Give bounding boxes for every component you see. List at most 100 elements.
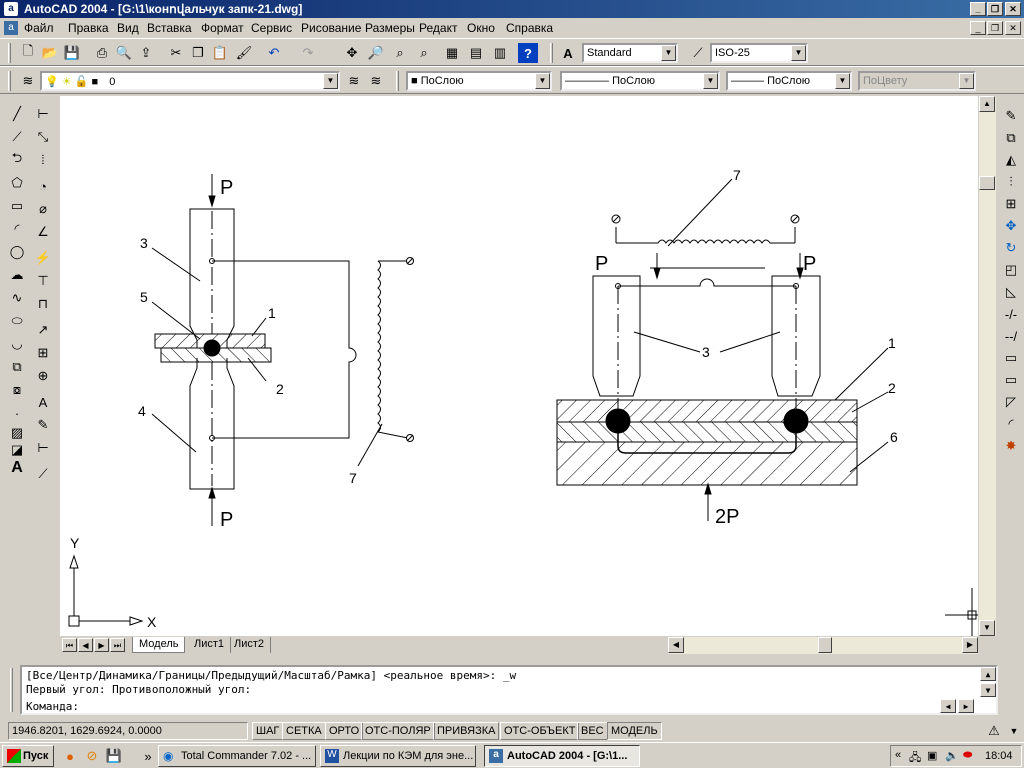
close-button[interactable]: ✕ bbox=[1005, 2, 1021, 16]
tray-expand-icon[interactable]: « bbox=[895, 749, 902, 761]
text-style-select[interactable]: Standard▼ bbox=[582, 43, 678, 63]
next-tab-icon[interactable]: ▶ bbox=[94, 638, 109, 652]
multiline-text-icon[interactable]: A bbox=[11, 459, 23, 476]
polyline-icon[interactable]: ⮌ bbox=[11, 150, 23, 165]
tray-app-icon[interactable]: ▣ bbox=[927, 750, 938, 762]
scale-icon[interactable]: ◰ bbox=[1004, 262, 1018, 277]
spline-icon[interactable]: ∿ bbox=[11, 290, 23, 305]
revision-cloud-icon[interactable]: ☁ bbox=[10, 267, 24, 282]
model-toggle[interactable]: МОДЕЛЬ bbox=[607, 722, 662, 740]
region-icon[interactable]: ◪ bbox=[10, 442, 24, 457]
construction-line-icon[interactable]: ⟋ bbox=[12, 129, 22, 144]
break-at-point-icon[interactable]: ▭ bbox=[1004, 350, 1018, 365]
layer-select[interactable]: 💡 ☀ 🔓 ■ 0 ▼ bbox=[40, 71, 340, 91]
drawing-canvas[interactable]: P P P P 2P 3 5 1 2 4 7 7 3 1 2 6 Y X bbox=[60, 96, 1000, 636]
toolbar-grip[interactable] bbox=[550, 43, 553, 63]
dim-style-select[interactable]: ISO-25▼ bbox=[710, 43, 808, 63]
chamfer-icon[interactable]: ◸ bbox=[1006, 394, 1016, 409]
copy-icon[interactable]: ❐ bbox=[192, 45, 204, 60]
explode-icon[interactable]: ✸ bbox=[1005, 438, 1017, 453]
toolbar-grip[interactable] bbox=[8, 71, 11, 91]
zoom-realtime-icon[interactable]: 🔎 bbox=[367, 45, 385, 60]
pan-icon[interactable]: ✥ bbox=[346, 45, 358, 60]
open-file-icon[interactable]: 📂 bbox=[41, 45, 59, 60]
insert-block-icon[interactable]: ⧉ bbox=[12, 359, 22, 374]
trim-icon[interactable]: -/- bbox=[1004, 306, 1018, 322]
arc-icon[interactable]: ◜ bbox=[14, 221, 20, 236]
tab-layout2[interactable]: Лист2 bbox=[228, 637, 272, 653]
baseline-dimension-icon[interactable]: ⊤ bbox=[37, 273, 49, 288]
layer-manager-icon[interactable]: ≋ bbox=[22, 73, 34, 88]
dimension-text-edit-icon[interactable]: ✎ bbox=[37, 417, 49, 432]
publish-icon[interactable]: ⇪ bbox=[140, 45, 152, 60]
scroll-up-icon[interactable]: ▲ bbox=[979, 96, 995, 112]
move-icon[interactable]: ✥ bbox=[1005, 218, 1017, 233]
document-icon[interactable]: a bbox=[4, 21, 18, 35]
polar-toggle[interactable]: ОТС-ПОЛЯР bbox=[361, 722, 435, 740]
polygon-icon[interactable]: ⬠ bbox=[11, 175, 23, 190]
quick-dimension-icon[interactable]: ⚡ bbox=[34, 250, 52, 265]
menu-help[interactable]: Справка bbox=[506, 21, 554, 35]
copy-object-icon[interactable]: ⧉ bbox=[1006, 130, 1016, 145]
doc-minimize-button[interactable]: _ bbox=[970, 21, 986, 35]
chevron-down-icon[interactable]: ▼ bbox=[791, 45, 806, 61]
start-button[interactable]: Пуск bbox=[2, 745, 54, 767]
menu-view[interactable]: Вид bbox=[117, 21, 139, 35]
prev-tab-icon[interactable]: ◀ bbox=[78, 638, 93, 652]
doc-close-button[interactable]: ✕ bbox=[1005, 21, 1021, 35]
chevron-down-icon[interactable]: ▼ bbox=[661, 45, 676, 61]
toolbar-grip[interactable] bbox=[8, 43, 11, 63]
scroll-left-icon[interactable]: ◀ bbox=[940, 699, 956, 713]
diameter-dimension-icon[interactable]: ⌀ bbox=[39, 201, 47, 216]
tab-layout1[interactable]: Лист1 bbox=[188, 637, 232, 653]
coordinates-readout[interactable]: 1946.8201, 1629.6924, 0.0000 bbox=[8, 722, 248, 740]
print-icon[interactable]: ⎙ bbox=[96, 45, 108, 60]
linetype-select[interactable]: ———— ПоСлою▼ bbox=[560, 71, 720, 91]
doc-restore-button[interactable]: ❐ bbox=[987, 21, 1003, 35]
command-grip[interactable] bbox=[10, 668, 13, 712]
zoom-previous-icon[interactable]: ⌕ bbox=[420, 45, 428, 60]
zoom-window-icon[interactable]: ⌕ bbox=[396, 45, 404, 60]
menu-window[interactable]: Окно bbox=[467, 21, 495, 35]
quicklaunch-more-icon[interactable]: » bbox=[144, 748, 152, 764]
quick-leader-icon[interactable]: ↗ bbox=[37, 322, 49, 337]
dim-style-icon[interactable]: ⟋ bbox=[693, 45, 703, 60]
antivirus-icon[interactable]: ⬬ bbox=[963, 749, 973, 761]
chevron-down-icon[interactable]: ▼ bbox=[959, 73, 974, 89]
vertical-scrollbar[interactable]: ▲ ▼ bbox=[979, 96, 996, 636]
circle-icon[interactable]: ◯ bbox=[9, 244, 25, 259]
new-file-icon[interactable]: 🗋 bbox=[22, 43, 34, 58]
fillet-icon[interactable]: ◜ bbox=[1008, 416, 1014, 431]
tolerance-icon[interactable]: ⊞ bbox=[37, 345, 49, 360]
otrack-toggle[interactable]: ОТС-ОБЪЕКТ bbox=[500, 722, 580, 740]
properties-icon[interactable]: ▦ bbox=[445, 45, 459, 60]
horizontal-scroll-thumb[interactable] bbox=[818, 637, 832, 653]
chevron-down-icon[interactable]: ▼ bbox=[835, 73, 850, 89]
angular-dimension-icon[interactable]: ∠ bbox=[37, 224, 49, 239]
line-icon[interactable]: ╱ bbox=[13, 106, 21, 121]
scroll-right-icon[interactable]: ▶ bbox=[962, 637, 978, 653]
quicklaunch-icon[interactable]: ⊘ bbox=[86, 748, 98, 763]
ellipse-icon[interactable]: ⬭ bbox=[11, 313, 23, 328]
lineweight-select[interactable]: ——— ПоСлою▼ bbox=[726, 71, 852, 91]
chevron-down-icon[interactable]: ▼ bbox=[535, 73, 550, 89]
offset-icon[interactable]: ⫶ bbox=[1009, 174, 1013, 189]
continue-dimension-icon[interactable]: ⊓ bbox=[37, 296, 49, 311]
clock[interactable]: 18:04 bbox=[985, 750, 1013, 762]
stretch-icon[interactable]: ◺ bbox=[1006, 284, 1016, 299]
horizontal-scrollbar[interactable]: ◀ ▶ bbox=[668, 637, 978, 654]
osnap-toggle[interactable]: ПРИВЯЗКА bbox=[433, 722, 500, 740]
menu-dimension[interactable]: Размеры bbox=[365, 21, 415, 35]
menu-modify[interactable]: Редакт bbox=[419, 21, 458, 35]
break-icon[interactable]: ▭ bbox=[1004, 372, 1018, 387]
layer-previous-icon[interactable]: ≋ bbox=[370, 73, 382, 88]
firefox-icon[interactable]: ● bbox=[66, 748, 74, 764]
tool-palettes-icon[interactable]: ▥ bbox=[493, 45, 507, 60]
menu-file[interactable]: Файл bbox=[24, 21, 54, 35]
redo-icon[interactable]: ↷ bbox=[302, 45, 314, 60]
aligned-dimension-icon[interactable]: ⤡ bbox=[37, 129, 49, 144]
linear-dimension-icon[interactable]: ⊢ bbox=[37, 106, 49, 121]
drawing-svg[interactable]: P P P P 2P 3 5 1 2 4 7 7 3 1 2 6 Y X bbox=[60, 96, 1000, 636]
